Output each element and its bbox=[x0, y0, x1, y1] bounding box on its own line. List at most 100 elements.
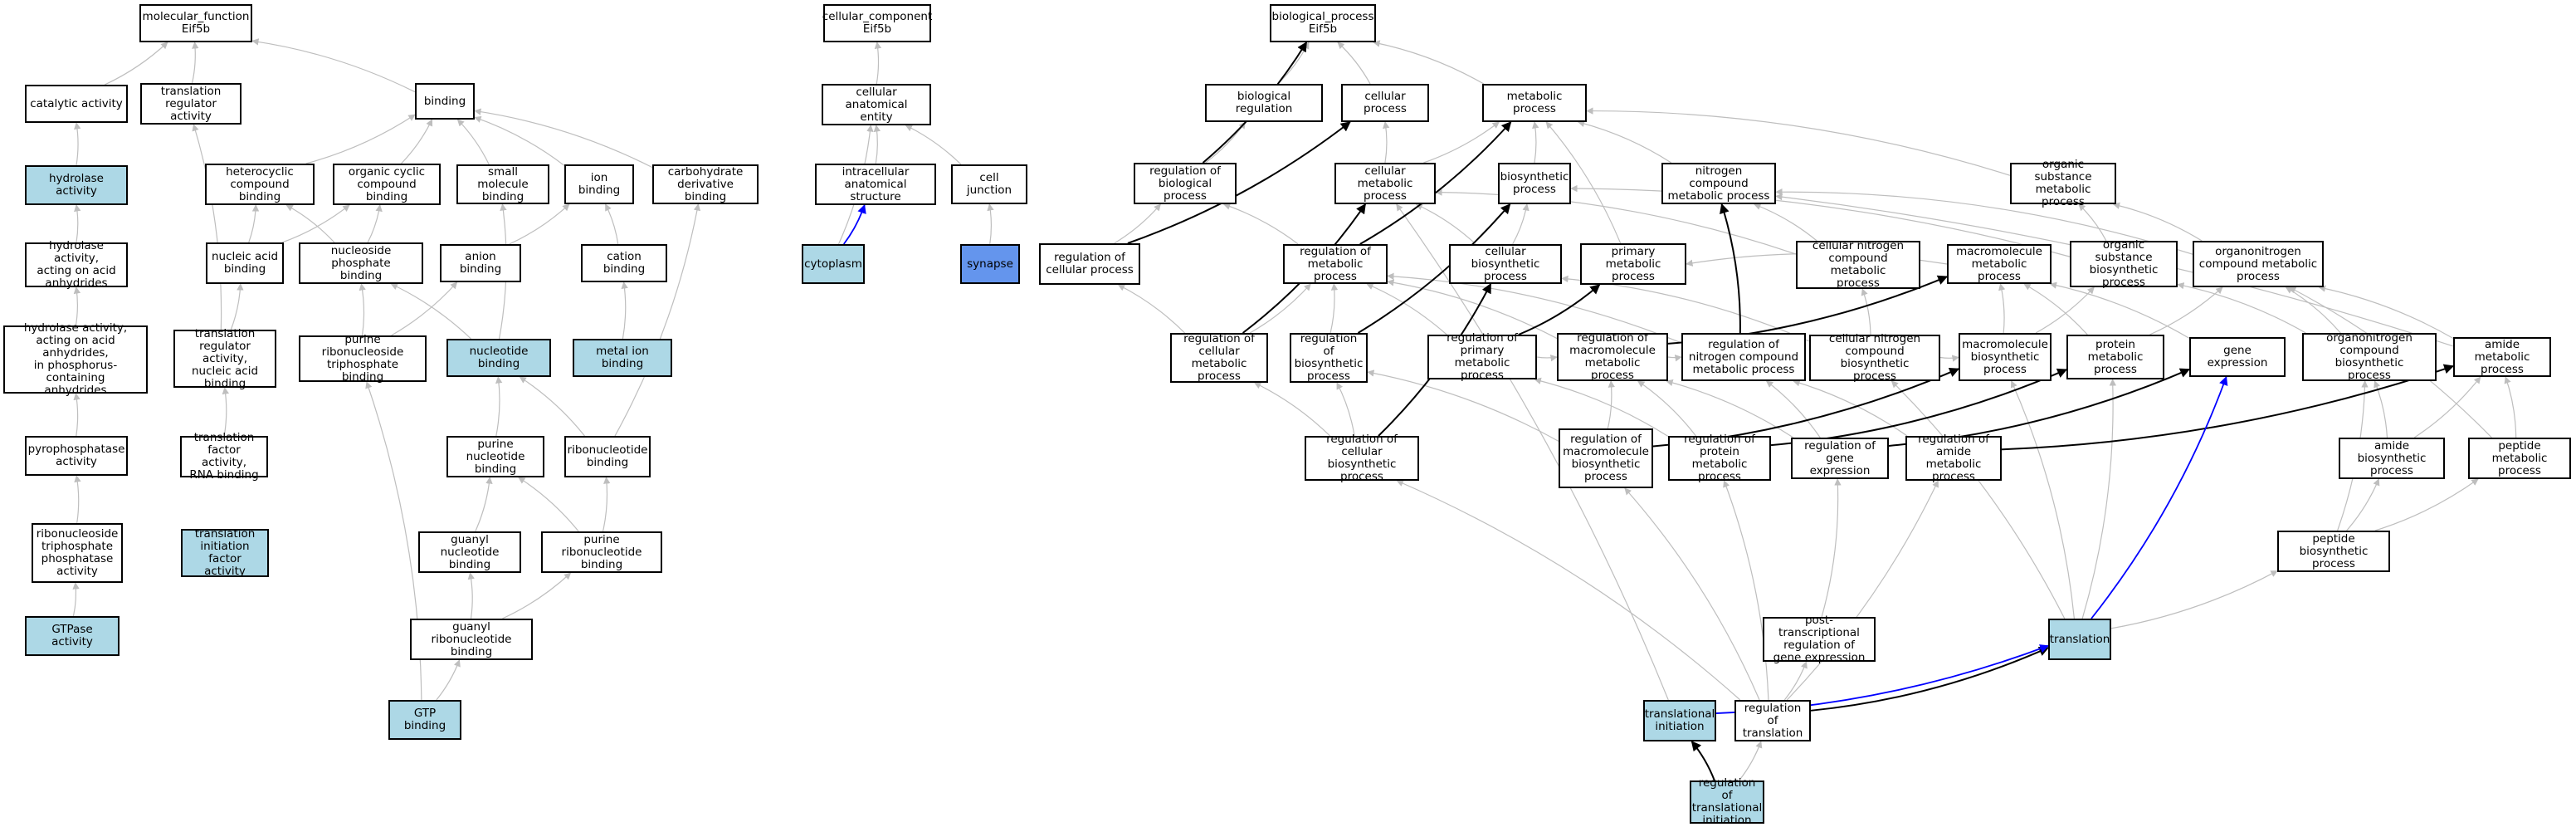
node-nucleoside-phosphate-binding[interactable]: nucleoside phosphate binding bbox=[299, 242, 423, 284]
node-translational-initiation[interactable]: translational initiation bbox=[1643, 700, 1716, 741]
node-gtpase-activity[interactable]: GTPase activity bbox=[25, 616, 120, 656]
edge-mbp-to-osbp bbox=[2035, 286, 2095, 334]
node-regulation-of-gene-expression[interactable]: regulation of gene expression bbox=[1791, 438, 1889, 479]
node-purine-nucleotide-binding[interactable]: purine nucleotide binding bbox=[446, 436, 544, 477]
node-regulation-of-macromolecule-metabolic-process[interactable]: regulation of macromolecule metabolic pr… bbox=[1557, 332, 1668, 382]
node-cytoplasm[interactable]: cytoplasm bbox=[802, 244, 865, 284]
node-regulation-of-protein-metabolic-process[interactable]: regulation of protein metabolic process bbox=[1668, 433, 1771, 483]
edge-anion-to-ion bbox=[509, 203, 570, 245]
node-amide-biosynthetic-process[interactable]: amide biosynthetic process bbox=[2339, 438, 2445, 479]
node-organonitrogen-compound-biosynthetic-process[interactable]: organonitrogen compound biosynthetic pro… bbox=[2302, 332, 2437, 382]
edge-regmbp-to-regbp bbox=[1367, 369, 1559, 442]
node-small-molecule-binding[interactable]: small molecule binding bbox=[456, 164, 549, 204]
node-protein-metabolic-process[interactable]: protein metabolic process bbox=[2066, 335, 2164, 379]
node-organic-cyclic-compound-binding[interactable]: organic cyclic compound binding bbox=[333, 164, 441, 205]
node-translation[interactable]: translation bbox=[2048, 619, 2111, 660]
node-nucleotide-binding[interactable]: nucleotide binding bbox=[446, 339, 551, 377]
edge-regprot-to-regmmp bbox=[1637, 380, 1696, 437]
edge-nucphos-to-orgcyc bbox=[367, 204, 383, 243]
node-peptide-biosynthetic-process[interactable]: peptide biosynthetic process bbox=[2277, 531, 2390, 572]
node-synapse[interactable]: synapse bbox=[960, 244, 1020, 284]
node-amide-metabolic-process[interactable]: amide metabolic process bbox=[2453, 337, 2551, 377]
node-hydrolase-activity[interactable]: hydrolase activity bbox=[25, 165, 128, 205]
node-macromolecule-biosynthetic-process[interactable]: macromolecule biosynthetic process bbox=[1959, 333, 2052, 381]
edge-regtrans-to-regamp bbox=[1786, 480, 1939, 701]
node-regulation-of-metabolic-process[interactable]: regulation of metabolic process bbox=[1283, 244, 1388, 284]
node-gtp-binding[interactable]: GTP binding bbox=[388, 700, 461, 740]
node-pyrophosphatase-activity[interactable]: pyrophosphatase activity bbox=[25, 436, 128, 476]
node-regulation-of-primary-metabolic-process[interactable]: regulation of primary metabolic process bbox=[1427, 332, 1537, 382]
node-peptide-metabolic-process[interactable]: peptide metabolic process bbox=[2468, 438, 2571, 479]
node-biological-process[interactable]: biological_process Eif5b bbox=[1270, 4, 1376, 42]
node-translation-initiation-factor-activity[interactable]: translation initiation factor activity bbox=[181, 528, 269, 578]
node-purine-ribonucleotide-binding[interactable]: purine ribonucleotide binding bbox=[541, 531, 662, 573]
node-biosynthetic-process[interactable]: biosynthetic process bbox=[1498, 163, 1571, 204]
edge-orgcyc-to-binding bbox=[401, 119, 433, 164]
node-binding[interactable]: binding bbox=[415, 83, 475, 120]
node-hydrolase-phosphorus-anhydrides[interactable]: hydrolase activity, acting on acid anhyd… bbox=[3, 322, 148, 397]
node-primary-metabolic-process[interactable]: primary metabolic process bbox=[1580, 243, 1686, 285]
node-nucleic-acid-binding[interactable]: nucleic acid binding bbox=[206, 242, 284, 284]
node-translation-regulator-activity[interactable]: translation regulator activity bbox=[140, 83, 242, 125]
node-regulation-of-amide-metabolic-process[interactable]: regulation of amide metabolic process bbox=[1905, 433, 2002, 483]
node-guanyl-ribonucleotide-binding[interactable]: guanyl ribonucleotide binding bbox=[410, 619, 533, 660]
node-organic-substance-biosynthetic-process[interactable]: organic substance biosynthetic process bbox=[2070, 239, 2178, 289]
node-cellular-metabolic-process[interactable]: cellular metabolic process bbox=[1334, 163, 1436, 204]
node-regulation-of-translation[interactable]: regulation of translation bbox=[1734, 700, 1811, 741]
edge-carb-to-binding bbox=[474, 108, 653, 169]
edge-pepmp-to-amp bbox=[2504, 376, 2517, 438]
node-hydrolase-acid-anhydrides[interactable]: hydrolase activity, acting on acid anhyd… bbox=[25, 240, 128, 290]
node-cellular-nitrogen-compound-metabolic-process[interactable]: cellular nitrogen compound metabolic pro… bbox=[1796, 240, 1920, 290]
node-metal-ion-binding[interactable]: metal ion binding bbox=[573, 339, 672, 377]
node-ion-binding[interactable]: ion binding bbox=[564, 164, 634, 204]
node-organonitrogen-compound-metabolic-process[interactable]: organonitrogen compound metabolic proces… bbox=[2193, 241, 2324, 287]
edge-regcell-to-regbio bbox=[1114, 203, 1161, 244]
node-purine-ribonucleoside-triphosphate-binding[interactable]: purine ribonucleoside triphosphate bindi… bbox=[299, 334, 427, 384]
node-macromolecule-metabolic-process[interactable]: macromolecule metabolic process bbox=[1947, 244, 2052, 284]
node-post-transcriptional-regulation-of-gene-expression[interactable]: post-transcriptional regulation of gene … bbox=[1763, 614, 1876, 664]
edge-cae-to-cc bbox=[874, 42, 882, 85]
node-cellular-anatomical-entity[interactable]: cellular anatomical entity bbox=[822, 84, 931, 125]
node-nitrogen-compound-metabolic-process[interactable]: nitrogen compound metabolic process bbox=[1661, 163, 1776, 204]
node-intracellular-anatomical-structure[interactable]: intracellular anatomical structure bbox=[815, 164, 936, 205]
node-translation-factor-rna-binding[interactable]: translation factor activity, RNA binding bbox=[180, 432, 268, 482]
node-translation-regulator-nucleic-acid[interactable]: translation regulator activity, nucleic … bbox=[173, 327, 276, 389]
node-cellular-component[interactable]: cellular_component Eif5b bbox=[822, 4, 932, 42]
edge-trna-to-nucacid bbox=[230, 283, 244, 330]
node-ribonucleotide-binding[interactable]: ribonucleotide binding bbox=[564, 436, 651, 477]
node-regulation-of-cellular-metabolic-process[interactable]: regulation of cellular metabolic process bbox=[1170, 333, 1268, 383]
edge-transinit-to-cellmet bbox=[1396, 203, 1669, 701]
node-guanyl-nucleotide-binding[interactable]: guanyl nucleotide binding bbox=[418, 531, 521, 573]
edge-guanribo-to-purribo bbox=[502, 572, 572, 619]
node-ribonucleoside-triphosphate-phosphatase[interactable]: ribonucleoside triphosphate phosphatase … bbox=[32, 523, 123, 583]
node-anion-binding[interactable]: anion binding bbox=[440, 244, 521, 282]
edge-transl-to-pepbp bbox=[2110, 570, 2278, 629]
node-cellular-process[interactable]: cellular process bbox=[1341, 84, 1429, 122]
node-organic-substance-metabolic-process[interactable]: organic substance metabolic process bbox=[2010, 159, 2116, 208]
node-cellular-nitrogen-compound-biosynthetic-process[interactable]: cellular nitrogen compound biosynthetic … bbox=[1809, 333, 1940, 383]
node-regulation-of-cellular-biosynthetic-process[interactable]: regulation of cellular biosynthetic proc… bbox=[1305, 433, 1419, 483]
node-carbohydrate-derivative-binding[interactable]: carbohydrate derivative binding bbox=[652, 164, 759, 204]
node-regulation-of-biosynthetic-process[interactable]: regulation of biosynthetic process bbox=[1290, 333, 1368, 383]
node-heterocyclic-compound-binding[interactable]: heterocyclic compound binding bbox=[205, 164, 315, 205]
node-regulation-of-macromolecule-biosynthetic-process[interactable]: regulation of macromolecule biosynthetic… bbox=[1559, 428, 1653, 488]
node-regulation-of-translational-initiation[interactable]: regulation of translational initiation bbox=[1690, 777, 1764, 827]
edge-pepbp-to-pepmp bbox=[2374, 478, 2479, 531]
node-regulation-of-biological-process[interactable]: regulation of biological process bbox=[1134, 163, 1237, 204]
node-molecular-function[interactable]: molecular_function Eif5b bbox=[139, 4, 252, 42]
edge-regcell-to-cellp bbox=[1127, 121, 1351, 244]
node-regulation-of-cellular-process[interactable]: regulation of cellular process bbox=[1039, 243, 1140, 285]
node-cellular-biosynthetic-process[interactable]: cellular biosynthetic process bbox=[1449, 244, 1562, 284]
node-gene-expression[interactable]: gene expression bbox=[2189, 337, 2286, 377]
edge-cat-to-mf bbox=[104, 42, 168, 86]
node-cell-junction[interactable]: cell junction bbox=[951, 164, 1027, 204]
node-catalytic-activity[interactable]: catalytic activity bbox=[25, 85, 128, 123]
node-regulation-of-nitrogen-compound-metabolic-process[interactable]: regulation of nitrogen compound metaboli… bbox=[1681, 333, 1806, 381]
edge-cncbp-to-mbp bbox=[1939, 355, 1959, 362]
edge-nucphos-to-hetero bbox=[285, 204, 335, 243]
edge-cellmet-to-metp bbox=[1423, 121, 1500, 164]
node-biological-regulation[interactable]: biological regulation bbox=[1205, 84, 1323, 122]
edge-reggene-to-regncmp bbox=[1765, 380, 1821, 438]
node-metabolic-process[interactable]: metabolic process bbox=[1482, 84, 1587, 122]
node-cation-binding[interactable]: cation binding bbox=[581, 244, 667, 282]
